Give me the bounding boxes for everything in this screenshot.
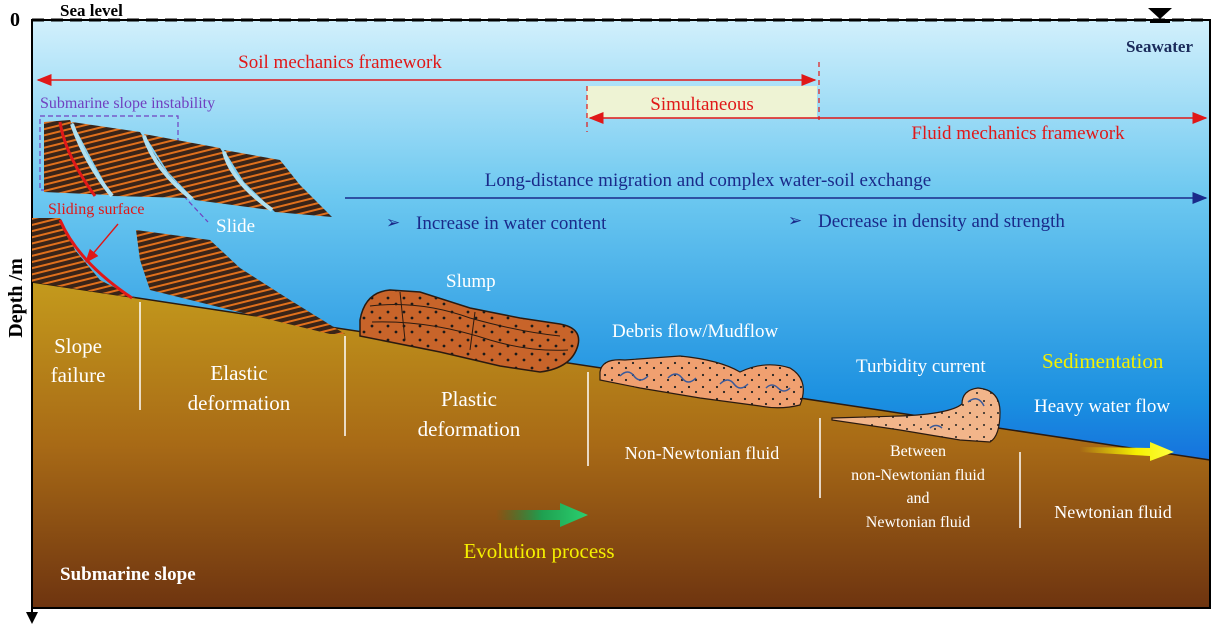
evolution-process-label: Evolution process bbox=[463, 539, 614, 563]
instability-connector bbox=[177, 189, 209, 223]
slope-failure-label-2: failure bbox=[51, 363, 106, 387]
seawater-label: Seawater bbox=[1126, 37, 1193, 56]
elastic-label-1: Elastic bbox=[210, 361, 267, 385]
stage-dividers bbox=[139, 302, 1021, 528]
submarine-slope-label: Submarine slope bbox=[60, 564, 196, 585]
water-level-triangle-icon bbox=[1148, 8, 1172, 19]
upper-slide-blocks bbox=[44, 120, 332, 217]
between-label-1: Between bbox=[890, 443, 946, 460]
between-label-3: and bbox=[906, 490, 929, 507]
plastic-label-2: deformation bbox=[418, 417, 521, 441]
zero-label: 0 bbox=[10, 9, 20, 31]
sea-level-label: Sea level bbox=[60, 1, 123, 20]
heavy-water-arrow-icon bbox=[1080, 442, 1174, 461]
migration-label: Long-distance migration and complex wate… bbox=[485, 170, 932, 191]
slump-label: Slump bbox=[446, 271, 496, 292]
slide-label: Slide bbox=[216, 216, 255, 237]
decrease-density-label: Decrease in density and strength bbox=[818, 211, 1065, 232]
sliding-surface-label: Sliding surface bbox=[48, 201, 144, 218]
increase-water-label: Increase in water content bbox=[416, 213, 607, 234]
slope-failure-label-1: Slope bbox=[54, 334, 102, 358]
fluid-mechanics-label: Fluid mechanics framework bbox=[911, 123, 1125, 144]
elastic-label-2: deformation bbox=[188, 391, 291, 415]
sedimentation-label: Sedimentation bbox=[1042, 349, 1164, 373]
depth-axis-label: Depth /m bbox=[5, 258, 27, 338]
between-label-4: Newtonian fluid bbox=[866, 514, 970, 531]
slump-block bbox=[359, 289, 580, 373]
between-label-2: non-Newtonian fluid bbox=[851, 467, 985, 484]
instability-label: Submarine slope instability bbox=[40, 95, 215, 112]
sliding-surface-arrow bbox=[85, 223, 119, 264]
plastic-label-1: Plastic bbox=[441, 387, 497, 411]
turbidity-current-block bbox=[831, 387, 1001, 443]
evolution-arrow-icon bbox=[496, 503, 588, 527]
heavy-water-flow-label: Heavy water flow bbox=[1034, 396, 1170, 417]
newtonian-label: Newtonian fluid bbox=[1054, 502, 1171, 522]
soil-mechanics-label: Soil mechanics framework bbox=[238, 52, 442, 73]
non-newtonian-label: Non-Newtonian fluid bbox=[625, 443, 779, 463]
slide-block bbox=[136, 230, 345, 334]
debris-flow-block bbox=[599, 355, 804, 409]
submarine-slope-sediment bbox=[32, 282, 1210, 608]
turbidity-current-label: Turbidity current bbox=[856, 356, 986, 377]
simultaneous-label: Simultaneous bbox=[650, 94, 753, 115]
debris-flow-label: Debris flow/Mudflow bbox=[612, 321, 779, 342]
depth-axis-arrow-icon bbox=[26, 612, 38, 624]
bullet-icon-1: ➢ bbox=[386, 213, 400, 232]
bullet-icon-2: ➢ bbox=[788, 211, 802, 230]
